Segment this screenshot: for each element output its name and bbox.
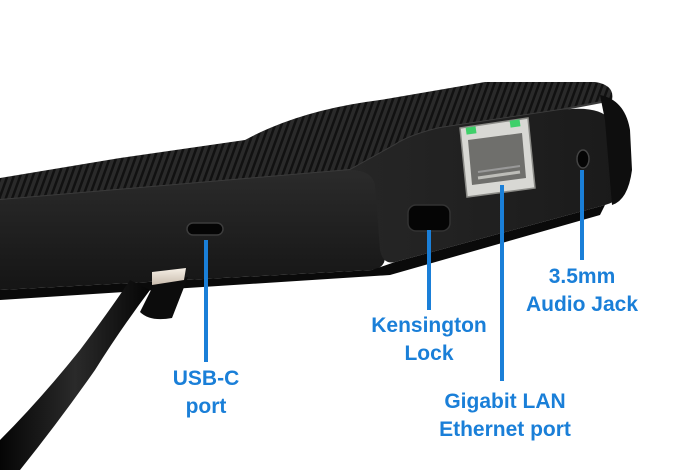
kensington-lock-slot [407,204,451,232]
audio-jack [576,149,590,169]
lan-label-line1: Gigabit LAN [444,390,566,413]
kensington-leader-line [427,230,431,310]
usbc-label-line1: USB-C [172,367,240,390]
kensington-lock-label: Kensington Lock [368,312,490,368]
usb-c-port [186,222,224,236]
kensington-label-line1: Kensington [371,314,487,337]
audio-jack-label: 3.5mm Audio Jack [522,263,642,319]
lan-leader-line [500,185,504,381]
usb-c-cable [0,280,150,470]
usb-c-plug [152,268,186,285]
audio-leader-line [580,170,584,260]
ethernet-port [459,117,536,198]
ethernet-port-label: Gigabit LAN Ethernet port [430,388,580,444]
lan-label-line2: Ethernet port [439,418,571,441]
usbc-leader-line [204,240,208,362]
audio-label-line1: 3.5mm [548,265,616,288]
hub-top-surface [0,82,613,200]
kensington-label-line2: Lock [404,342,454,365]
usbc-label-line2: port [185,395,227,418]
hub-end-cap [600,95,632,205]
audio-label-line2: Audio Jack [525,293,639,316]
usbc-port-label: USB-C port [160,365,252,421]
